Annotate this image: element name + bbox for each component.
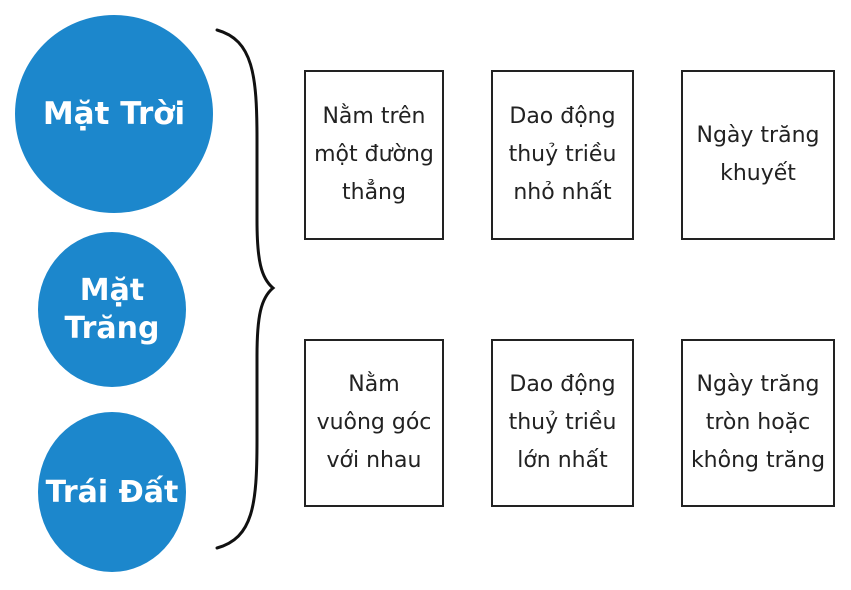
- box-perpendicular[interactable]: Nằm vuông góc với nhau: [304, 339, 444, 507]
- box-quarter-moon[interactable]: Ngày trăng khuyết: [681, 70, 835, 240]
- curly-brace: [215, 28, 276, 550]
- earth-label: Trái Đất: [45, 474, 179, 510]
- box-max-tide-text: Dao động thuỷ triều lớn nhất: [508, 372, 617, 473]
- box-min-tide-text: Dao động thuỷ triều nhỏ nhất: [508, 104, 617, 205]
- moon-label: Mặt Trăng: [64, 272, 160, 346]
- box-aligned[interactable]: Nằm trên một đường thẳng: [304, 70, 444, 240]
- sun-circle: Mặt Trời: [15, 15, 213, 213]
- box-full-new-moon[interactable]: Ngày trăng tròn hoặc không trăng: [681, 339, 835, 507]
- box-quarter-moon-text: Ngày trăng khuyết: [696, 123, 820, 186]
- box-max-tide[interactable]: Dao động thuỷ triều lớn nhất: [491, 339, 634, 507]
- box-perpendicular-text: Nằm vuông góc với nhau: [316, 372, 432, 473]
- earth-circle: Trái Đất: [38, 412, 186, 572]
- box-full-new-moon-text: Ngày trăng tròn hoặc không trăng: [690, 372, 826, 473]
- sun-label: Mặt Trời: [42, 96, 186, 132]
- box-min-tide[interactable]: Dao động thuỷ triều nhỏ nhất: [491, 70, 634, 240]
- moon-circle: Mặt Trăng: [38, 232, 186, 387]
- box-aligned-text: Nằm trên một đường thẳng: [314, 104, 434, 205]
